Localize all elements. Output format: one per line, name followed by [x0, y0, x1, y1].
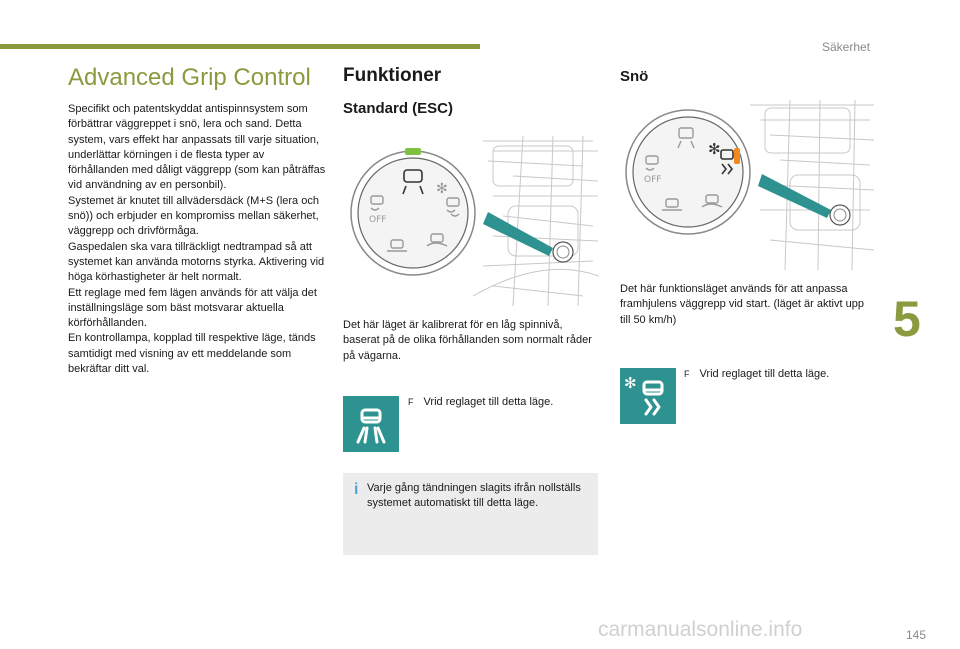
- snow-description: Det här funktionsläget används för att a…: [620, 283, 864, 326]
- esc-indicator-light: [405, 148, 421, 155]
- knob-esc-illustration: ✻ OFF: [350, 136, 599, 306]
- pointer-arrow: [758, 174, 831, 218]
- intro-paragraph: Specifikt och patentskyddat antispinnsys…: [68, 103, 326, 192]
- esc-instruction-text: Vrid reglaget till detta läge.: [423, 396, 554, 408]
- car-front-icon: [677, 127, 695, 149]
- knob-snow-illustration: ✻ OFF: [625, 100, 874, 270]
- heading-sno: Snö: [620, 68, 649, 85]
- intro-paragraph: Systemet är knutet till allvädersdäck (M…: [68, 194, 319, 238]
- heading-standard-esc: Standard (ESC): [343, 100, 454, 117]
- intro-paragraph: Ett reglage med fem lägen används för at…: [68, 286, 317, 330]
- knob-dial: [632, 116, 744, 228]
- page-number: 145: [906, 628, 927, 642]
- section-title-advanced-grip: Advanced Grip Control: [68, 64, 311, 91]
- console-background: [750, 100, 874, 270]
- section-label: Säkerhet: [822, 40, 871, 54]
- pointer-arrow: [483, 212, 553, 256]
- small-knob: [552, 241, 574, 263]
- traction-icon: [446, 197, 460, 217]
- intro-paragraph: En kontrollampa, kopplad till respektive…: [68, 332, 316, 376]
- mud-icon: [662, 198, 682, 211]
- sand-icon: [426, 233, 448, 247]
- heading-funktioner: Funktioner: [343, 65, 442, 86]
- info-box: [343, 473, 598, 555]
- off-label: OFF: [644, 175, 661, 185]
- small-knob-ring: [833, 208, 847, 222]
- bullet-marker: F: [684, 369, 690, 379]
- mud-icon: [387, 239, 407, 252]
- watermark: carmanualsonline.info: [598, 618, 803, 641]
- intro-text: Specifikt och patentskyddat antispinnsys…: [68, 102, 326, 377]
- esc-off-icon: [645, 155, 659, 171]
- snow-indicator-light: [734, 148, 740, 164]
- car-front-icon: [402, 169, 424, 195]
- intro-paragraph: Gaspedalen ska vara tillräckligt nedtram…: [68, 240, 325, 284]
- snow-instruction: F Vrid reglaget till detta läge.: [684, 368, 829, 380]
- console-background: [472, 136, 599, 306]
- svg-text:✻: ✻: [624, 374, 637, 392]
- sand-icon: [701, 194, 723, 208]
- bullet-marker: F: [408, 397, 414, 407]
- off-label: OFF: [369, 215, 386, 225]
- header-accent-bar: [0, 44, 480, 49]
- knob-dial: [357, 157, 469, 269]
- snow-icon: ✻: [436, 181, 448, 197]
- info-icon: i: [354, 481, 359, 498]
- snow-mode-symbol: [720, 149, 734, 175]
- snow-icon: ✻: [708, 140, 721, 158]
- snow-mode-icon: ✻: [620, 368, 676, 424]
- esc-description: Det här läget är kalibrerat för en låg s…: [343, 319, 592, 362]
- info-text: Varje gång tändningen slagits ifrån noll…: [367, 482, 581, 510]
- esc-mode-icon: [343, 396, 399, 452]
- esc-instruction: F Vrid reglaget till detta läge.: [408, 396, 553, 408]
- chapter-number: 5: [893, 291, 921, 347]
- snow-instruction-text: Vrid reglaget till detta läge.: [699, 368, 830, 380]
- small-knob: [829, 204, 851, 226]
- esc-off-icon: [370, 195, 384, 211]
- small-knob-ring: [556, 245, 570, 259]
